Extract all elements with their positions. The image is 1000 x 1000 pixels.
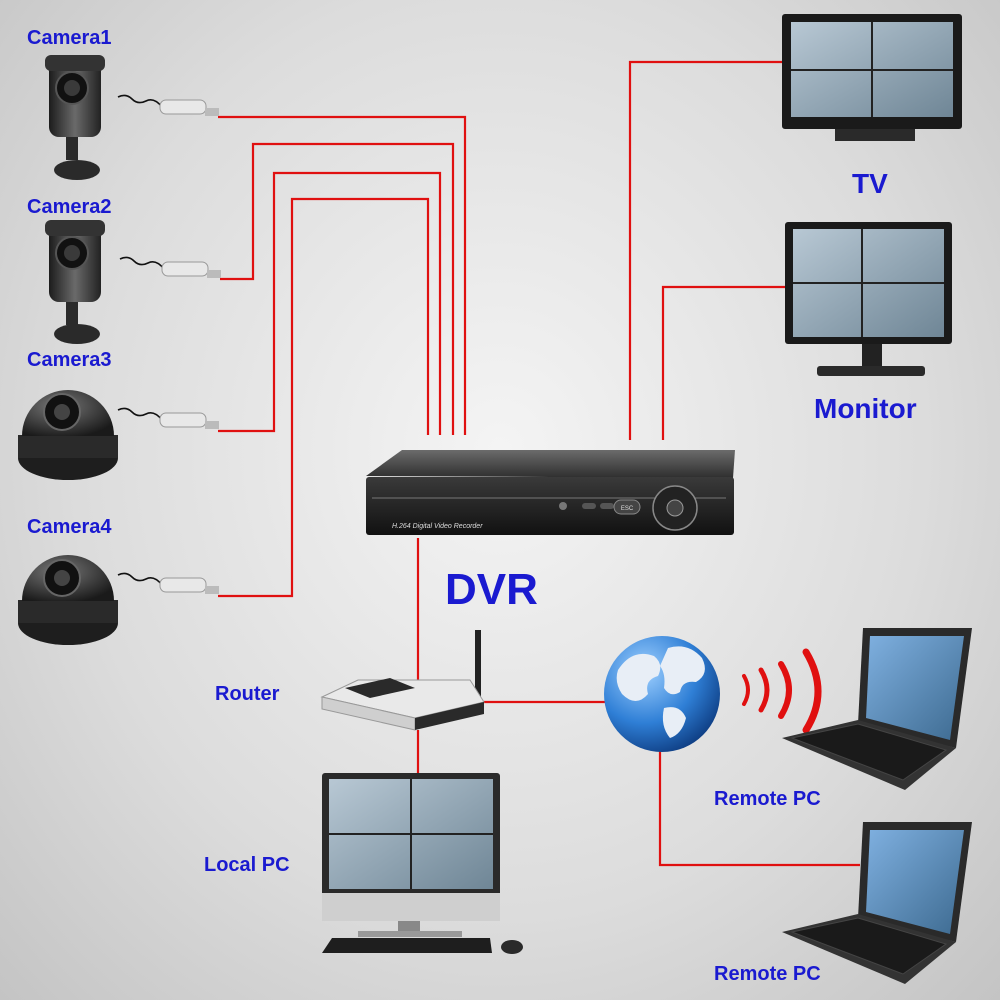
tv-label: TV — [852, 168, 888, 199]
tv-icon — [782, 14, 962, 141]
cable-internet-remotepc2 — [658, 750, 860, 867]
camera2-bullet-icon — [45, 220, 105, 344]
local-pc-label: Local PC — [204, 854, 290, 876]
camera1-bullet-icon — [45, 55, 105, 180]
dvr-label: DVR — [445, 565, 538, 614]
monitor-icon — [785, 222, 952, 376]
dvr-esc-label: ESC — [621, 506, 634, 512]
cables — [218, 60, 860, 867]
wifi-waves-icon — [742, 648, 822, 734]
camera4-label: Camera4 — [27, 516, 112, 538]
dvr-front-text: H.264 Digital Video Recorder — [392, 523, 483, 530]
local-pc-icon — [322, 773, 523, 954]
cable-camera3 — [218, 171, 442, 435]
cable-camera1 — [218, 115, 467, 435]
cable-camera2 — [220, 142, 455, 435]
internet-globe-icon — [604, 636, 720, 752]
remote-pc-2-label: Remote PC — [714, 963, 821, 985]
camera2-label: Camera2 — [27, 196, 112, 218]
cable-tv — [628, 60, 785, 440]
camera3-label: Camera3 — [27, 349, 112, 371]
cable-camera4 — [218, 197, 430, 598]
router-label: Router — [215, 683, 280, 705]
remote-pc-1-laptop-icon — [782, 628, 972, 790]
dvr-device-icon: ESC H.264 Digital Video Recorder — [366, 450, 735, 535]
cable-monitor — [661, 285, 795, 440]
camera1-label: Camera1 — [27, 27, 112, 49]
camera-connectors — [117, 94, 221, 594]
remote-pc-2-laptop-icon — [782, 822, 972, 984]
camera3-dome-icon — [18, 390, 118, 480]
remote-pc-1-label: Remote PC — [714, 788, 821, 810]
router-icon — [320, 630, 485, 731]
camera4-dome-icon — [18, 555, 118, 645]
monitor-label: Monitor — [814, 393, 917, 424]
